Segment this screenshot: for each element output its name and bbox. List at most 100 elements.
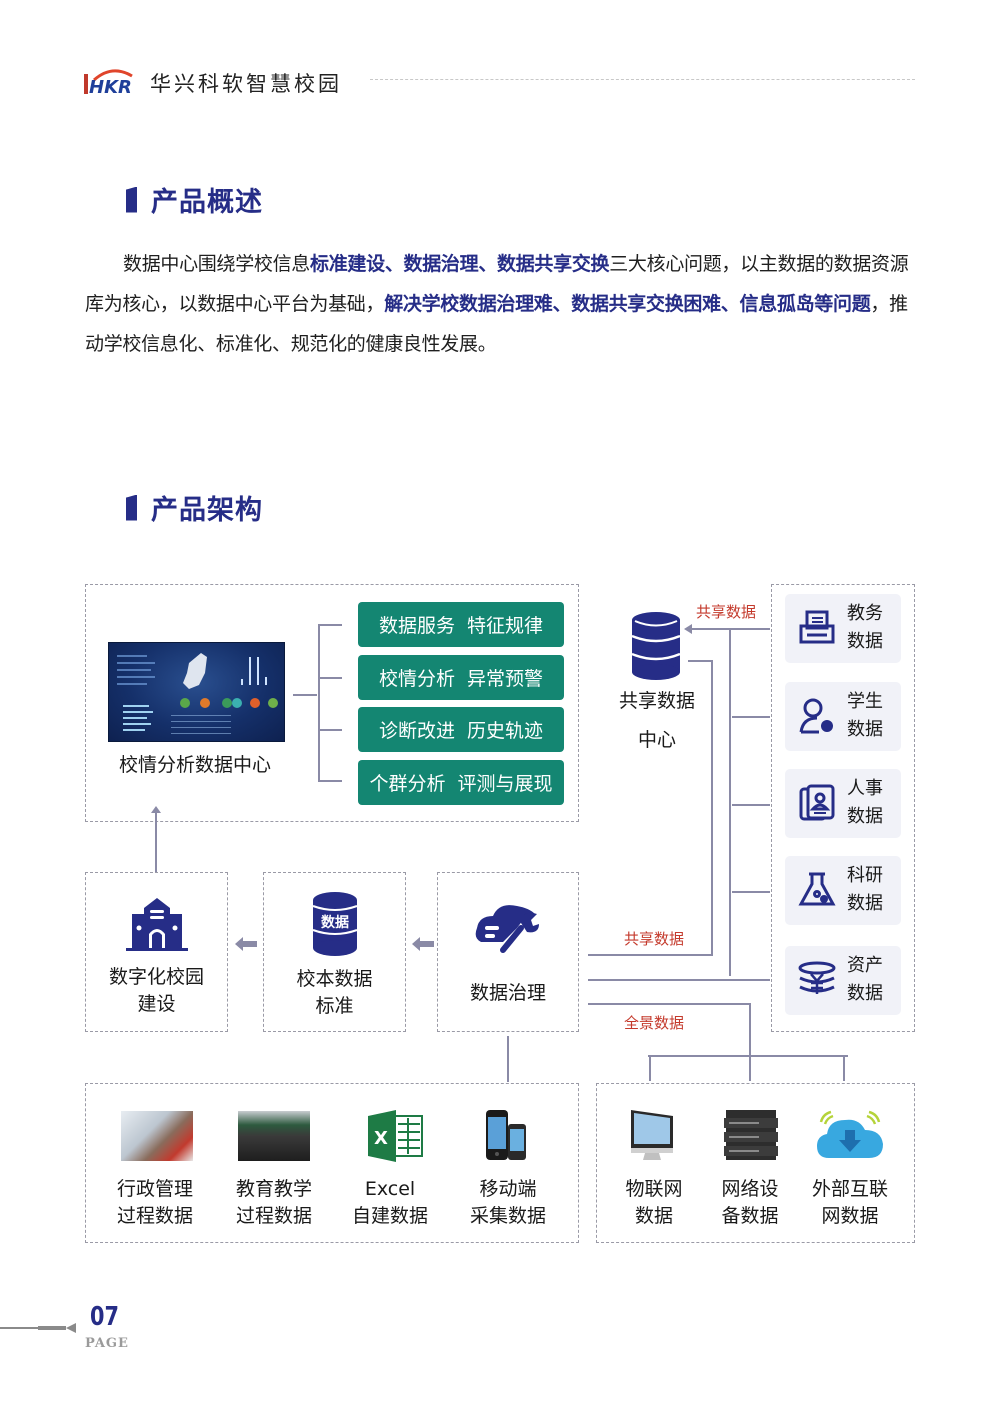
overview-heading: 产品概述 — [126, 180, 263, 219]
heading-bar — [126, 186, 137, 213]
shared-down-line — [711, 660, 713, 955]
bracket-line — [318, 624, 320, 781]
card-label-1: 人事 — [847, 778, 883, 799]
para-seg: 三大核心问题，以主数据的数据资源库为核心，以数据中心平台为基础， — [85, 253, 909, 315]
mobile-label-2: 采集数据 — [469, 1205, 546, 1227]
data-standard-label-1: 校本数据 — [296, 968, 373, 990]
feature-label: 数据服务 特征规律 — [378, 615, 544, 637]
network-label-1: 网络设 — [721, 1178, 779, 1200]
feature-label: 校情分析 异常预警 — [378, 668, 544, 690]
bracket-tick — [318, 780, 342, 782]
source-card-academic: 教务数据 — [785, 594, 901, 663]
card-label-1: 教务 — [847, 603, 883, 624]
shared-out-line — [688, 660, 713, 662]
panorama-to-governance — [588, 1003, 751, 1005]
overview-paragraph: 数据中心围绕学校信息标准建设、数据治理、数据共享交换三大核心问题，以主数据的数据… — [85, 244, 915, 364]
sources-to-governance — [588, 979, 770, 981]
svg-text:HKR: HKR — [89, 77, 132, 96]
admin-label-2: 过程数据 — [116, 1205, 193, 1227]
excel-icon: X — [368, 1110, 424, 1162]
shared-data-label: 共享数据 — [624, 930, 685, 948]
panorama-vertical — [749, 1003, 751, 1055]
cloud-wrench-icon — [473, 898, 543, 958]
internet-label-1: 外部互联 — [811, 1178, 888, 1200]
data-standard-label-2: 标准 — [315, 995, 354, 1017]
network-label-2: 备数据 — [721, 1205, 779, 1227]
card-label-2: 数据 — [847, 631, 883, 652]
analysis-center-box — [85, 584, 579, 822]
feature-label: 个群分析 评测与展现 — [369, 773, 553, 795]
arrow-left-thick — [412, 936, 434, 951]
excel-label-2: 自建数据 — [351, 1205, 428, 1227]
internal-sources-box — [85, 1083, 579, 1243]
up-line-to-governance — [507, 1036, 509, 1082]
source-data-box — [771, 584, 915, 1032]
bracket-tick — [318, 677, 342, 679]
printer-icon — [797, 608, 837, 648]
bracket-tick — [318, 624, 342, 626]
up-arrow-line — [649, 1057, 651, 1081]
admin-label-1: 行政管理 — [116, 1178, 193, 1200]
monitor-icon — [629, 1108, 677, 1162]
page-pointer — [0, 1318, 76, 1333]
iot-label-2: 数据 — [634, 1205, 673, 1227]
arrow-left-thick — [235, 936, 257, 951]
external-sources-box — [596, 1083, 915, 1243]
arrow-line — [732, 804, 770, 806]
page-number: 07 — [90, 1302, 119, 1332]
analysis-center-label: 校情分析数据中心 — [118, 754, 271, 776]
page-label: PAGE — [85, 1336, 129, 1351]
shared-center-label-1: 共享数据 — [618, 690, 695, 712]
heading-bar — [126, 494, 137, 521]
data-governance-label: 数据治理 — [469, 982, 546, 1004]
card-label-2: 数据 — [847, 893, 883, 914]
student-icon — [797, 696, 837, 736]
para-seg: 数据中心围绕学校信息 — [123, 253, 311, 275]
shared-to-governance — [588, 954, 713, 956]
collector-line — [729, 628, 731, 976]
para-highlight: 解决学校数据治理难、数据共享交换困难、信息孤岛等问题 — [384, 293, 871, 315]
digital-campus-box — [85, 872, 228, 1032]
admin-photo — [121, 1111, 193, 1161]
iot-label-1: 物联网 — [625, 1178, 683, 1200]
shared-center-label-2: 中心 — [637, 729, 676, 751]
mobile-label-1: 移动端 — [479, 1178, 537, 1200]
excel-label-1: Excel — [364, 1178, 416, 1200]
up-arrow-line — [749, 1057, 751, 1081]
school-data-standard-box — [263, 872, 406, 1032]
internet-label-2: 网数据 — [821, 1205, 879, 1227]
up-line-to-analysis — [155, 808, 157, 872]
excel-icon-text: X — [374, 1128, 388, 1149]
teaching-label-1: 教育教学 — [235, 1178, 312, 1200]
architecture-heading: 产品架构 — [126, 488, 263, 527]
cloud-download-icon — [815, 1108, 885, 1160]
classroom-photo — [238, 1111, 310, 1161]
data-governance-box — [437, 872, 579, 1032]
digital-campus-label-2: 建设 — [137, 993, 176, 1015]
feature-individual-analysis: 个群分析 评测与展现 — [358, 760, 564, 805]
brand-title: 华兴科软智慧校园 — [150, 72, 342, 96]
feature-school-analysis: 校情分析 异常预警 — [358, 655, 564, 700]
connector-line — [293, 694, 317, 696]
feature-diagnosis: 诊断改进 历史轨迹 — [358, 707, 564, 752]
para-highlight: 标准建设、数据治理、数据共享交换 — [310, 253, 610, 275]
card-label-1: 学生 — [847, 691, 883, 712]
teaching-label-2: 过程数据 — [235, 1205, 312, 1227]
source-card-personnel: 人事数据 — [785, 769, 901, 838]
up-arrow-line — [843, 1057, 845, 1081]
card-label-1: 资产 — [847, 955, 883, 976]
shared-data-label-top: 共享数据 — [696, 603, 757, 621]
card-label-2: 数据 — [847, 983, 883, 1004]
shared-database-icon — [631, 612, 681, 680]
source-card-research: 科研数据 — [785, 856, 901, 925]
card-label-2: 数据 — [847, 806, 883, 827]
source-card-student: 学生数据 — [785, 682, 901, 751]
card-label-2: 数据 — [847, 719, 883, 740]
hkr-logo: HKR — [84, 66, 134, 98]
architecture-title: 产品架构 — [151, 495, 263, 526]
database-icon: 数据 — [312, 892, 358, 956]
overview-title: 产品概述 — [151, 187, 263, 218]
arrow-line — [732, 891, 770, 893]
header-divider — [370, 79, 915, 80]
arrow-line — [732, 716, 770, 718]
